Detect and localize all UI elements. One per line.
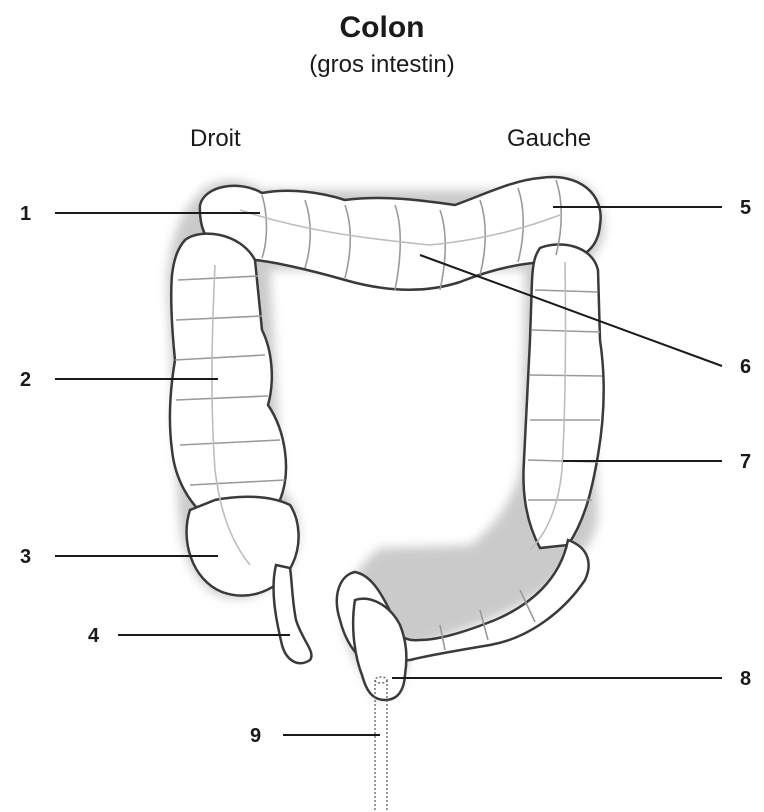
label-3: 3 (20, 546, 31, 568)
label-8: 8 (740, 668, 751, 690)
colon-body (170, 177, 604, 700)
label-7: 7 (740, 451, 751, 473)
label-2: 2 (20, 369, 31, 391)
label-1: 1 (20, 203, 31, 225)
appendix (274, 565, 312, 663)
label-9: 9 (250, 725, 261, 747)
label-4: 4 (88, 625, 100, 647)
label-5: 5 (740, 197, 751, 219)
label-6: 6 (740, 356, 751, 378)
